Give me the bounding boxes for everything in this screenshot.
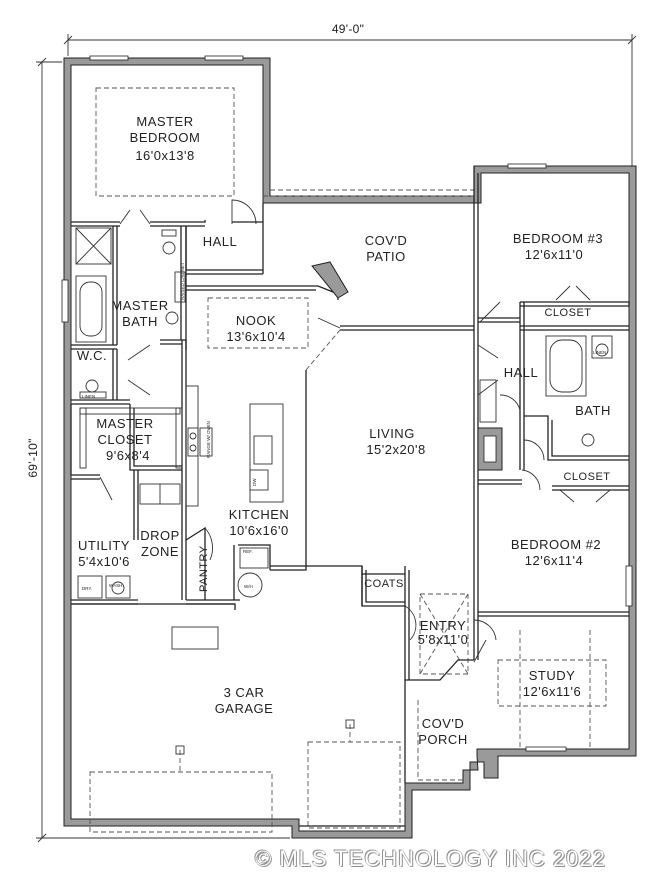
bedroom3-size: 12'6x11'0 xyxy=(525,247,583,262)
covd-patio-label-1: COV'D xyxy=(365,233,408,248)
master-closet-label-1: MASTER xyxy=(96,416,153,431)
room-covd-patio: COV'D PATIO xyxy=(365,233,408,264)
master-closet-size: 9'6x8'4 xyxy=(106,448,150,463)
drop-zone-label-2: ZONE xyxy=(141,544,179,559)
nook-size: 13'6x10'4 xyxy=(226,329,285,344)
covd-porch-label-1: COV'D xyxy=(422,716,465,731)
room-utility: UTILITY 5'4x10'6 xyxy=(78,538,130,569)
closet-upper-label: CLOSET xyxy=(544,307,591,319)
room-entry: ENTRY 5'8x11'0 xyxy=(418,618,469,647)
study-size: 12'6x11'6 xyxy=(523,684,581,699)
pantry-label: PANTRY xyxy=(198,545,210,592)
kitchen-label: KITCHEN xyxy=(229,507,290,522)
room-bedroom-2: BEDROOM #2 12'6x11'4 xyxy=(511,537,601,568)
master-bath-label-2: BATH xyxy=(122,314,158,329)
utility-label: UTILITY xyxy=(78,538,130,553)
drop-zone-label-1: DROP xyxy=(140,528,180,543)
room-drop-zone: DROP ZONE xyxy=(140,528,180,559)
study-label: STUDY xyxy=(529,668,576,683)
wh-label: W/H xyxy=(244,584,253,589)
bedroom2-label: BEDROOM #2 xyxy=(511,537,601,552)
bedroom3-label: BEDROOM #3 xyxy=(513,231,603,246)
covd-porch-label-2: PORCH xyxy=(418,732,467,747)
bath-label: BATH xyxy=(575,403,611,418)
room-bedroom-3: BEDROOM #3 12'6x11'0 xyxy=(513,231,603,262)
wc-label: W.C. xyxy=(77,348,107,363)
range-label: RANGE W/ OVEN xyxy=(206,421,211,458)
ref-label: REF. xyxy=(243,549,253,554)
hall-right-label: HALL xyxy=(504,365,539,380)
width-dimension: 49'-0" xyxy=(63,22,637,170)
height-dimension: 69'-10" xyxy=(26,57,290,843)
dry-label: DRY. xyxy=(82,586,92,591)
room-living: LIVING 15'2x20'8 xyxy=(366,426,425,457)
master-bedroom-label-1: MASTER xyxy=(136,114,193,129)
wash-label: WASH. xyxy=(109,583,124,588)
room-nook: NOOK 13'6x10'4 xyxy=(226,313,285,344)
kitchen-size: 10'6x16'0 xyxy=(229,523,288,538)
entry-size: 5'8x11'0 xyxy=(418,632,469,647)
height-dimension-label: 69'-10" xyxy=(26,438,40,477)
copyright-watermark: © MLS TECHNOLOGY INC 2022 xyxy=(255,846,606,871)
entry-label: ENTRY xyxy=(420,618,466,633)
covd-patio-label-2: PATIO xyxy=(366,249,406,264)
coats-label: COATS xyxy=(364,578,404,590)
width-dimension-label: 49'-0" xyxy=(332,22,364,36)
room-covd-porch: COV'D PORCH xyxy=(418,716,467,747)
interior-walls xyxy=(70,166,630,833)
room-kitchen: KITCHEN 10'6x16'0 xyxy=(229,507,290,538)
master-bath-label-1: MASTER xyxy=(111,298,168,313)
master-bedroom-size: 16'0x13'8 xyxy=(135,148,194,163)
room-study: STUDY 12'6x11'6 xyxy=(523,668,581,699)
utility-size: 5'4x10'6 xyxy=(78,554,130,569)
dw-label: DW xyxy=(252,478,257,486)
garage-label-2: GARAGE xyxy=(215,701,274,716)
exterior-walls xyxy=(61,55,637,839)
hall-upper-label: HALL xyxy=(203,234,238,249)
room-garage: 3 CAR GARAGE xyxy=(215,685,274,716)
bedroom2-size: 12'6x11'4 xyxy=(525,553,583,568)
living-label: LIVING xyxy=(369,426,415,441)
living-size: 15'2x20'8 xyxy=(366,442,425,457)
garage-label-1: 3 CAR xyxy=(224,685,265,700)
closet-lower-label: CLOSET xyxy=(563,471,610,483)
linen1-label: LINEN xyxy=(82,394,95,399)
linen2-label: LINEN xyxy=(593,350,606,355)
room-master-bath: MASTER BATH xyxy=(111,298,168,329)
master-bedroom-label-2: BEDROOM xyxy=(130,130,201,145)
master-closet-label-2: CLOSET xyxy=(97,432,152,447)
room-master-closet: MASTER CLOSET 9'6x8'4 xyxy=(96,416,153,463)
nook-label: NOOK xyxy=(236,313,276,328)
room-master-bedroom: MASTER BEDROOM 16'0x13'8 xyxy=(95,87,235,197)
raised-cabinet-label: RAISED CABINET xyxy=(180,262,185,300)
